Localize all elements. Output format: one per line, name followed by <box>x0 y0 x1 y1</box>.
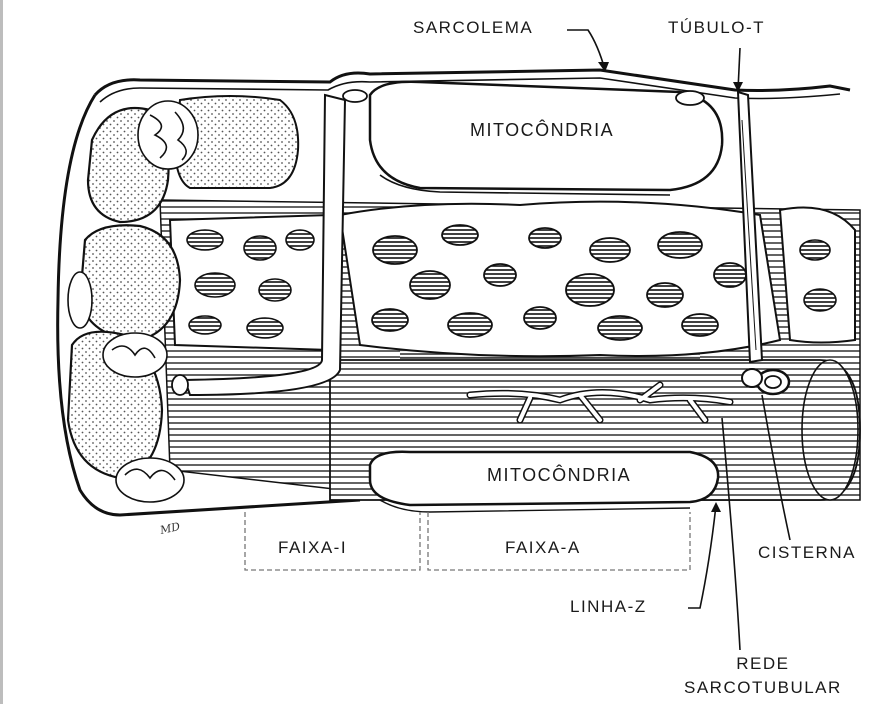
label-sarcolema: SARCOLEMA <box>413 18 533 38</box>
myofibril-end-face <box>802 360 858 500</box>
label-rede-line2: SARCOTUBULAR <box>684 676 842 700</box>
label-tubulo-t: TÚBULO-T <box>668 18 765 38</box>
sarcotubular-network-right <box>780 208 855 343</box>
nucleus-middle-left <box>80 225 180 340</box>
label-faixa-a: FAIXA-A <box>505 538 581 558</box>
label-mitocondria-bottom: MITOCÔNDRIA <box>487 465 631 486</box>
leader-sarcolema <box>567 30 605 70</box>
leader-linha-z <box>688 505 716 608</box>
label-linha-z: LINHA-Z <box>570 597 647 617</box>
label-rede-sarcotubular: REDE SARCOTUBULAR <box>684 652 842 700</box>
label-faixa-i: FAIXA-I <box>278 538 347 558</box>
label-cisterna: CISTERNA <box>758 543 856 563</box>
label-rede-line1: REDE <box>684 652 842 676</box>
label-mitocondria-top: MITOCÔNDRIA <box>470 120 614 141</box>
